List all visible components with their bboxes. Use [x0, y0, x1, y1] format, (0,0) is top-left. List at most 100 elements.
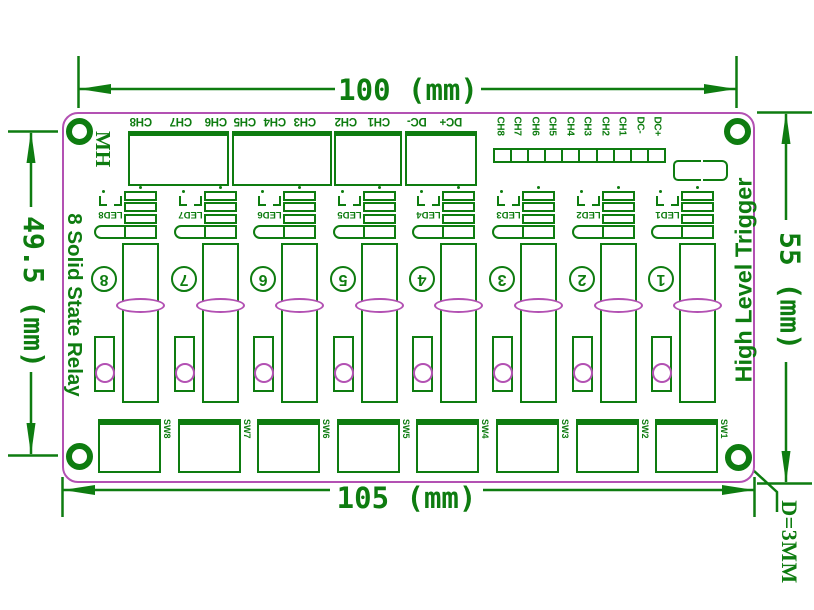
- fuse-pad-circle: [94, 363, 115, 383]
- switch-body: [496, 419, 559, 473]
- led-footprint-bracket: [432, 196, 440, 206]
- fuse-pad-circle: [492, 363, 513, 383]
- led-label: LED3: [496, 209, 521, 220]
- output-terminal-block-2: [232, 131, 332, 186]
- ssr-body: [281, 243, 318, 403]
- resistor-outline: [522, 214, 555, 224]
- channel-group-4: LED4 4 SW4: [409, 0, 494, 610]
- resistor-outline: [522, 225, 555, 239]
- label-ellipse: [116, 298, 165, 313]
- switch-label: SW5: [401, 419, 411, 439]
- dimension-bottom-width: 105 (mm): [336, 481, 477, 515]
- label-ellipse: [275, 298, 324, 313]
- led-footprint-bracket: [114, 196, 122, 206]
- switch-body: [257, 419, 320, 473]
- resistor-outline: [204, 191, 237, 201]
- resistor-outline: [442, 214, 475, 224]
- switch-label: SW7: [242, 419, 252, 439]
- pin-cell: [546, 150, 564, 161]
- right-silk-text: High Level Trigger: [730, 177, 757, 383]
- pin1-dot: [139, 186, 142, 189]
- led-footprint-bracket: [417, 196, 425, 206]
- resistor-outline: [602, 191, 635, 201]
- channel-group-6: LED6 6 SW6: [250, 0, 335, 610]
- pin1-dot: [182, 190, 185, 193]
- led-footprint-bracket: [338, 196, 346, 206]
- fuse-pad-circle: [572, 363, 593, 383]
- resistor-outline: [681, 225, 714, 239]
- input-pin-header: [493, 148, 666, 163]
- dim-line-top: [77, 56, 738, 108]
- label-ellipse: [196, 298, 245, 313]
- switch-body: [655, 419, 718, 473]
- left-silk-text: 8 Solid State Relay: [63, 213, 86, 397]
- fuse-pad-circle: [333, 363, 354, 383]
- pin1-dot: [378, 186, 381, 189]
- dimension-left-height: 49.5 (mm): [17, 216, 50, 368]
- mounting-hole-bottom-right: [724, 443, 752, 471]
- pin1-dot: [617, 186, 620, 189]
- switch-body: [178, 419, 241, 473]
- switch-body: [576, 419, 639, 473]
- label-ellipse: [673, 298, 722, 313]
- resistor-outline: [602, 225, 635, 239]
- channel-group-1: LED1 1 SW1: [648, 0, 733, 610]
- pin-cell: [615, 150, 632, 161]
- pin-cell: [512, 150, 530, 161]
- resistor-outline: [442, 191, 475, 201]
- channel-group-2: LED2 2 SW2: [569, 0, 654, 610]
- fuse-pad-circle: [174, 363, 195, 383]
- switch-label: SW3: [560, 419, 570, 439]
- led-footprint-bracket: [497, 196, 505, 206]
- led-footprint-bracket: [194, 196, 202, 206]
- led-label: LED5: [337, 209, 362, 220]
- switch-label: SW2: [640, 419, 650, 439]
- fuse-pad-circle: [253, 363, 274, 383]
- switch-body: [337, 419, 400, 473]
- led-label: LED7: [178, 209, 203, 220]
- pin1-dot: [219, 186, 222, 189]
- channel-number-badge: 2: [569, 266, 595, 292]
- ssr-body: [361, 243, 398, 403]
- channel-group-8: LED8 8 SW8: [91, 0, 176, 610]
- pin1-dot: [261, 190, 264, 193]
- output-terminal-block-4: [405, 131, 477, 186]
- resistor-outline: [124, 225, 157, 239]
- resistor-outline: [681, 214, 714, 224]
- resistor-outline: [681, 202, 714, 212]
- resistor-outline: [363, 202, 396, 212]
- switch-body: [98, 419, 161, 473]
- pin-cell: [598, 150, 615, 161]
- mounting-hole-bottom-left: [65, 442, 93, 470]
- mounting-hole-top-right: [723, 117, 751, 145]
- pin-cell: [563, 150, 581, 161]
- resistor-outline: [602, 202, 635, 212]
- switch-label: SW4: [480, 419, 490, 439]
- ssr-body: [440, 243, 477, 403]
- resistor-outline: [283, 214, 316, 224]
- switch-label: SW1: [719, 419, 729, 439]
- ssr-body: [202, 243, 239, 403]
- resistor-outline: [204, 225, 237, 239]
- label-ellipse: [355, 298, 404, 313]
- pin1-dot: [659, 190, 662, 193]
- resistor-outline: [283, 225, 316, 239]
- dim-line-left: [8, 130, 58, 457]
- resistor-outline: [442, 202, 475, 212]
- ssr-body: [600, 243, 637, 403]
- ssr-body: [679, 243, 716, 403]
- pin1-dot: [580, 190, 583, 193]
- pin1-dot: [457, 186, 460, 189]
- channel-number-badge: 6: [250, 266, 276, 292]
- pin1-dot: [102, 190, 105, 193]
- channel-number-badge: 3: [489, 266, 515, 292]
- label-ellipse: [594, 298, 643, 313]
- resistor-outline: [442, 225, 475, 239]
- pin-cell: [495, 150, 513, 161]
- output-terminal-block-1: [128, 131, 229, 186]
- led-footprint-bracket: [179, 196, 187, 206]
- pin1-dot: [341, 190, 344, 193]
- fuse-pad-circle: [651, 363, 672, 383]
- pin-cell: [632, 150, 649, 161]
- led-label: LED2: [576, 209, 601, 220]
